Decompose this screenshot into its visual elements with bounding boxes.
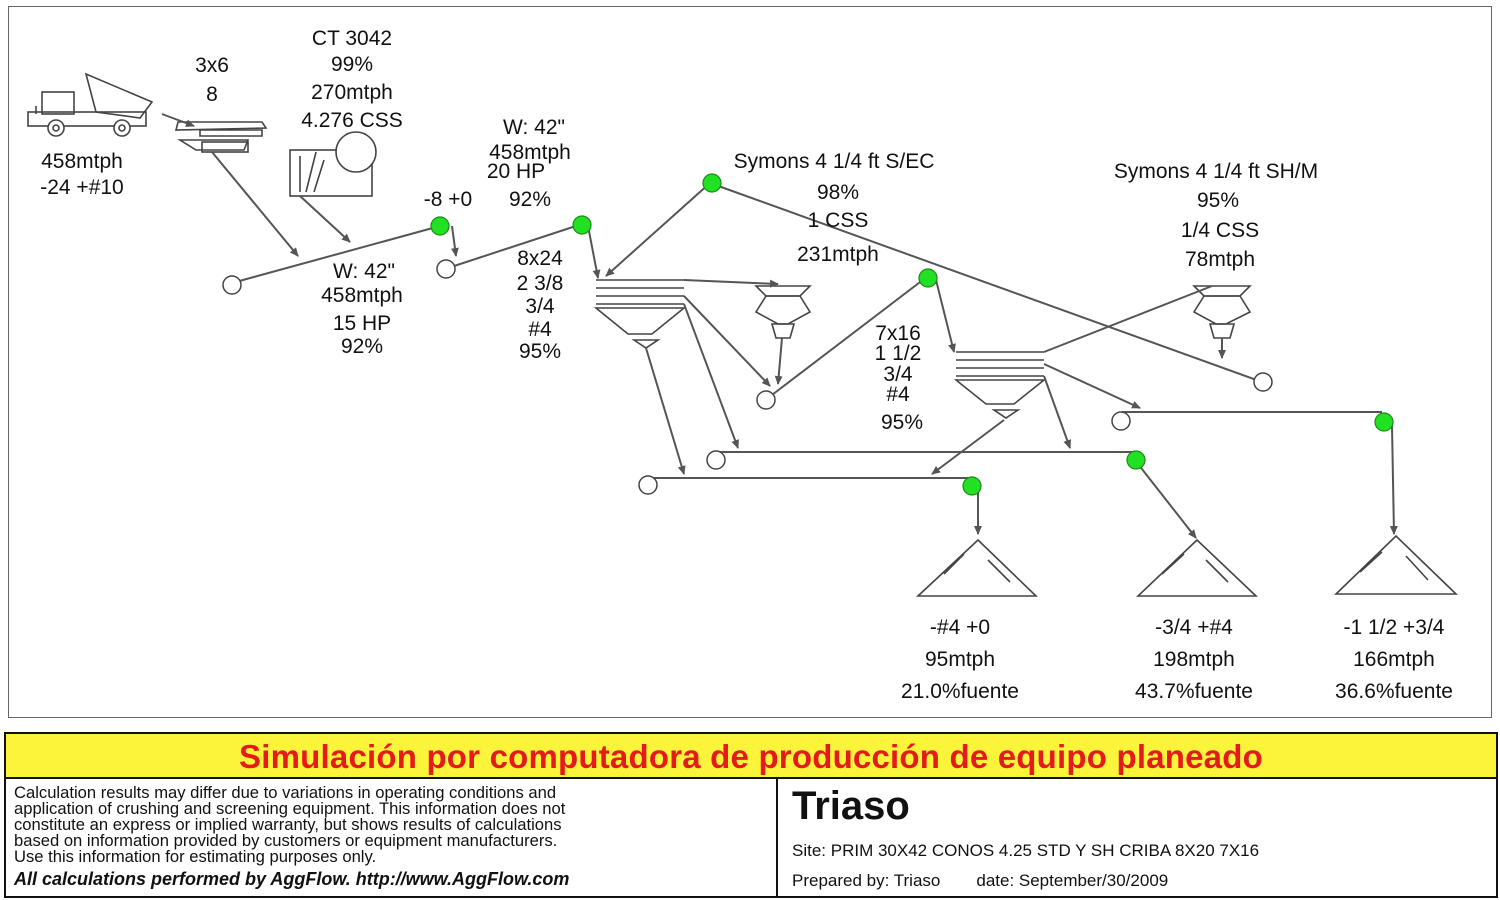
screen1-d3: #4 (528, 318, 552, 341)
crusher-model: CT 3042 (312, 27, 392, 50)
date: date: September/30/2009 (976, 871, 1169, 890)
product-mid-rate: 198mtph (1153, 648, 1235, 671)
screen1-d2: 3/4 (525, 295, 555, 318)
screen2-d3: #4 (886, 383, 910, 406)
simulation-banner: Simulación por computadora de producción… (6, 734, 1496, 779)
screen2-size: 7x16 (875, 322, 921, 345)
aggflow-note: All calculations performed by AggFlow. h… (14, 869, 570, 889)
dump-truck-icon (27, 72, 154, 137)
node-conv1-head-active[interactable] (430, 216, 450, 236)
crusher-rate: 270mtph (311, 81, 393, 104)
cone1-eff: 98% (817, 181, 859, 204)
node-conv6-head-active[interactable] (962, 476, 982, 496)
diagram-frame (8, 6, 1492, 718)
conv2-rate: 458mtph (489, 141, 571, 164)
screen2-d2: 3/4 (883, 363, 913, 386)
node-conv2-tail[interactable] (436, 259, 456, 279)
product-coarse-pct: 36.6%fuente (1335, 680, 1453, 703)
conveyor-lines (231, 182, 1382, 479)
node-conv5-tail[interactable] (706, 450, 726, 470)
cone2-rate: 78mtph (1185, 248, 1255, 271)
conv2-eff: 92% (509, 188, 551, 211)
product-mid-pct: 43.7%fuente (1135, 680, 1253, 703)
node-size: -8 +0 (424, 188, 472, 211)
screen-7x16-icon (953, 351, 1047, 419)
screen1-size: 8x24 (517, 247, 563, 270)
screen2-eff: 95% (881, 411, 923, 434)
cone1-rate: 231mtph (797, 243, 879, 266)
conv1-eff: 92% (341, 335, 383, 358)
node-cone1-belt-tail[interactable] (1253, 372, 1273, 392)
screen2-d1: 1 1/2 (875, 342, 922, 365)
product-fines-size: -#4 +0 (930, 616, 990, 639)
prepared-row: Prepared by: Triaso date: September/30/20… (792, 871, 1482, 891)
stockpile-coarse-icon (1334, 534, 1458, 595)
conv1-width: W: 42" (333, 260, 395, 283)
crusher-eff: 99% (331, 53, 373, 76)
node-cone1-belt-active[interactable] (702, 173, 722, 193)
cone2-css: 1/4 CSS (1181, 219, 1259, 242)
flow-arrows (161, 113, 1398, 539)
truck-rate: 458mtph (41, 150, 123, 173)
screen1-d1: 2 3/8 (517, 272, 564, 295)
disclaimer-text: Calculation results may differ due to va… (14, 783, 768, 866)
prepared-by: Prepared by: Triaso (792, 871, 941, 890)
feeder-num: 8 (206, 83, 218, 106)
node-conv4-tail[interactable] (1111, 411, 1131, 431)
conveyor-nodes[interactable] (222, 173, 1394, 496)
title-block: Simulación por computadora de producción… (4, 732, 1498, 898)
cone-crusher-2-icon (1192, 285, 1252, 339)
product-coarse-size: -1 1/2 +3/4 (1344, 616, 1445, 639)
node-conv6-tail[interactable] (638, 475, 658, 495)
conv1-hp: 15 HP (333, 312, 391, 335)
disclaimer-line: Use this information for estimating purp… (14, 847, 377, 866)
disclaimer-box: Calculation results may differ due to va… (6, 779, 778, 896)
cone2-eff: 95% (1197, 189, 1239, 212)
crusher-css: 4.276 CSS (301, 109, 403, 132)
truck-size: -24 +#10 (40, 176, 124, 199)
node-conv3-tail[interactable] (756, 390, 776, 410)
screen-8x24-icon (593, 279, 687, 349)
screen1-eff: 95% (519, 340, 561, 363)
product-mid-size: -3/4 +#4 (1155, 616, 1233, 639)
cone-crusher-1-icon (754, 285, 812, 339)
conv2-width: W: 42" (503, 116, 565, 139)
cone1-model: Symons 4 1/4 ft S/EC (734, 150, 935, 173)
diagram-labels: 458mtph -24 +#10 3x6 8 CT 3042 99% 270mt… (40, 27, 1453, 703)
node-conv2-head-active[interactable] (572, 215, 592, 235)
disclaimer-line: application of crushing and screening eq… (14, 799, 566, 818)
feeder-size: 3x6 (195, 54, 229, 77)
disclaimer-line: constitute an express or implied warrant… (14, 815, 562, 834)
disclaimer-line: based on information provided by custome… (14, 831, 558, 850)
feeder-icon (174, 121, 268, 153)
product-coarse-rate: 166mtph (1353, 648, 1435, 671)
disclaimer-line: Calculation results may differ due to va… (14, 783, 557, 802)
stockpile-mid-icon (1135, 538, 1259, 597)
conv2-hp: 20 HP (487, 160, 545, 183)
product-fines-rate: 95mtph (925, 648, 995, 671)
cone1-css: 1 CSS (808, 209, 869, 232)
jaw-crusher-icon (289, 131, 377, 197)
company-name: Triaso (792, 784, 910, 828)
site-description: Site: PRIM 30X42 CONOS 4.25 STD Y SH CRI… (792, 841, 1260, 860)
node-conv1-tail[interactable] (222, 275, 242, 295)
conv1-rate: 458mtph (321, 284, 403, 307)
node-conv5-head-active[interactable] (1126, 450, 1146, 470)
project-info: Triaso Site: PRIM 30X42 CONOS 4.25 STD Y… (778, 779, 1496, 896)
node-conv4-head-active[interactable] (1374, 412, 1394, 432)
stockpile-fines-icon (915, 538, 1038, 597)
flow-diagram: 458mtph -24 +#10 3x6 8 CT 3042 99% 270mt… (27, 27, 1458, 703)
node-conv3-head-active[interactable] (918, 268, 938, 288)
product-fines-pct: 21.0%fuente (901, 680, 1019, 703)
cone2-model: Symons 4 1/4 ft SH/M (1114, 160, 1318, 183)
